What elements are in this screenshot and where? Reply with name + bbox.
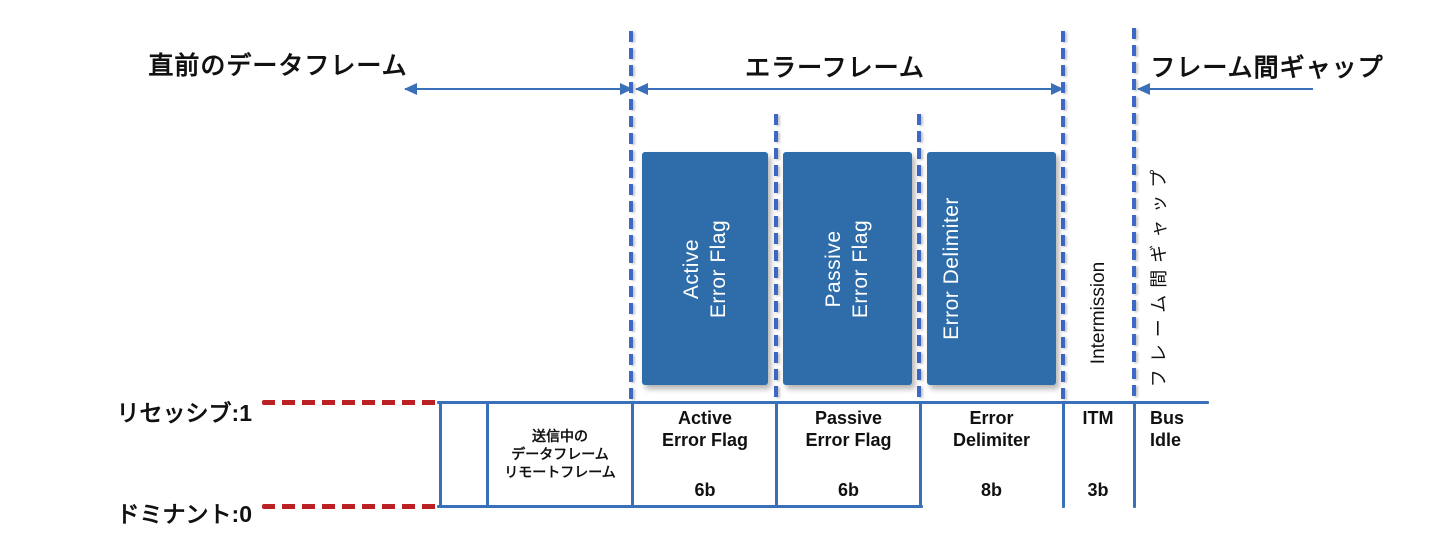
active-error-flag-box-label: Active Error Flag [679, 219, 730, 318]
timeline-cell-label: Error Delimiter [952, 408, 1031, 450]
recessive-level-dashed-line [262, 400, 438, 405]
section-label-prev-data-frame: 直前のデータフレーム [148, 52, 408, 80]
timeline-cell-label: ITM [1082, 408, 1114, 428]
range-arrow-prev-frame [404, 83, 633, 95]
cell-divider-line [919, 401, 922, 508]
frame-boundary-dashed-line [1061, 31, 1065, 402]
timeline-cell-active-error-flag: Active Error Flag 6b [633, 401, 777, 508]
interframe-gap-rotated-label: フレーム間ギャップ [1149, 162, 1169, 388]
error-delimiter-box-label: Error Delimiter [940, 197, 963, 340]
active-error-flag-box: Active Error Flag [642, 152, 768, 385]
dominant-level-label: ドミナント:0 [116, 501, 252, 527]
section-label-interframe-gap: フレーム間ギャップ [1150, 54, 1384, 82]
frame-boundary-dashed-line [629, 31, 633, 402]
timeline-cell-bits: 6b [694, 480, 716, 500]
timeline-cell-bits: 6b [837, 480, 859, 500]
frame-boundary-dashed-line [1132, 28, 1136, 402]
timeline-cell-label: Bus Idle [1150, 408, 1185, 450]
error-delimiter-box: Error Delimiter [927, 152, 1056, 385]
cell-divider-line [439, 401, 442, 508]
timeline-cell-label: Passive Error Flag [805, 408, 892, 450]
passive-error-flag-box: Passive Error Flag [783, 152, 912, 385]
timeline-cell-label: 送信中の データフレーム リモートフレーム [504, 428, 616, 480]
dominant-level-dashed-line [262, 504, 438, 509]
cell-divider-line [486, 401, 489, 508]
frame-boundary-dashed-line [774, 114, 778, 402]
range-arrow-interframe-gap [1137, 83, 1313, 95]
timeline-cell-bits: 3b [1087, 480, 1109, 500]
passive-error-flag-box-label: Passive Error Flag [822, 219, 873, 318]
timeline-cell-passive-error-flag: Passive Error Flag 6b [777, 401, 920, 508]
section-label-error-frame: エラーフレーム [745, 54, 925, 82]
intermission-rotated-label: Intermission [1088, 261, 1109, 365]
cell-divider-line [631, 401, 634, 508]
timeline-cell-data-frame: 送信中の データフレーム リモートフレーム [487, 401, 633, 508]
frame-boundary-dashed-line [917, 114, 921, 402]
cell-divider-line [775, 401, 778, 508]
cell-divider-line [1062, 401, 1065, 508]
timeline-cell-error-delimiter: Error Delimiter 8b [920, 401, 1063, 508]
cell-divider-line [1133, 401, 1136, 508]
timeline-cell-bus-idle: Bus Idle [1133, 401, 1218, 508]
recessive-level-label: リセッシブ:1 [116, 400, 252, 426]
range-arrow-error-frame [635, 83, 1064, 95]
recessive-level-line [437, 401, 1209, 404]
timeline-cell-label: Active Error Flag [661, 408, 749, 450]
timeline-cell-itm: ITM 3b [1062, 401, 1134, 508]
dominant-level-line [437, 505, 923, 508]
timeline-cell-bits: 8b [980, 480, 1002, 500]
